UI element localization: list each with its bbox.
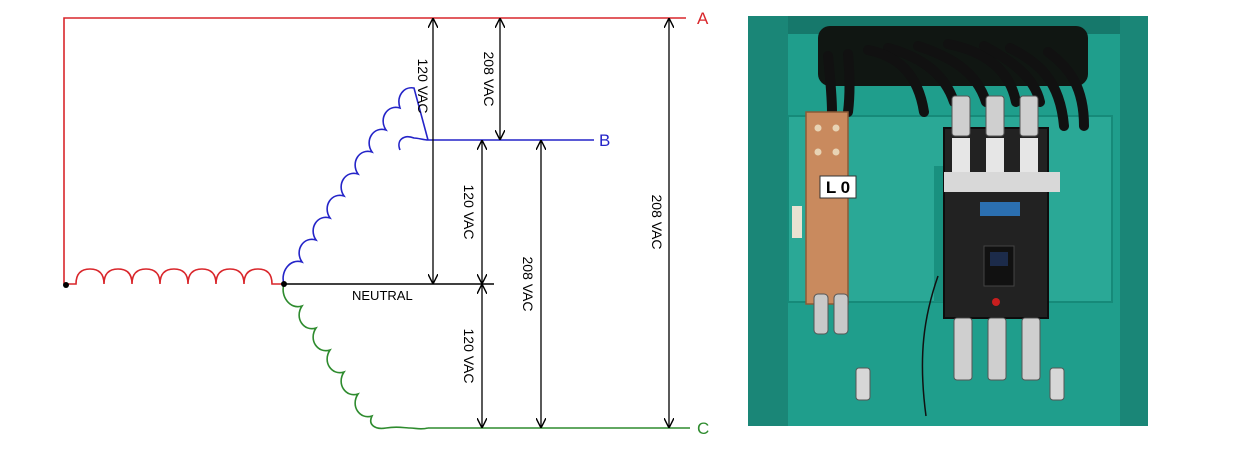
ground-lug (1049, 367, 1065, 401)
breaker-terminal (952, 138, 970, 172)
voltage-b-to-c-label: 208 VAC (520, 257, 536, 312)
bus-bar-bolt (814, 124, 822, 132)
voltage-a-to-c-label: 208 VAC (649, 195, 665, 250)
breaker-line-lug (1019, 95, 1039, 137)
voltage-b-to-neutral-label: 120 VAC (461, 185, 477, 240)
breaker-load-lug (1021, 317, 1041, 381)
voltage-neutral-to-c-label: 120 VAC (461, 329, 477, 384)
breaker-top-strip (944, 172, 1060, 192)
breaker-line-lug (951, 95, 971, 137)
breaker-nameplate (980, 202, 1020, 216)
control-wire (921, 275, 939, 417)
power-cables (823, 39, 1089, 131)
neutral-tag-label: L 0 (826, 178, 850, 197)
breaker-load-lug (953, 317, 973, 381)
voltage-a-to-b-label: 208 VAC (481, 52, 497, 107)
copper-bus-bar (805, 111, 849, 305)
phase-b-coil-top (398, 135, 429, 151)
phase-b-label: B (599, 131, 610, 150)
phase-a-wire (63, 17, 686, 284)
breaker-terminal (986, 138, 1004, 172)
ground-lug (855, 367, 871, 401)
phase-a-end-dot (63, 282, 69, 288)
phase-a-label: A (697, 9, 709, 28)
generator-terminal-photo: L 0 (748, 16, 1148, 426)
phase-a-coil (64, 268, 284, 285)
phase-c-coil (282, 283, 429, 430)
breaker-terminal (1020, 138, 1038, 172)
breaker-load-lug (987, 317, 1007, 381)
phase-c-label: C (697, 419, 709, 438)
bus-bar-lug (813, 293, 829, 335)
breaker-handle (990, 252, 1008, 266)
warning-sticker (792, 206, 802, 238)
bus-bar-bolt (814, 148, 822, 156)
bus-bar-bolt (832, 148, 840, 156)
neutral-label: NEUTRAL (352, 288, 413, 303)
neutral-node (281, 281, 287, 287)
neutral-tag (819, 175, 857, 199)
voltage-a-to-neutral-label: 120 VAC (415, 59, 431, 114)
bus-bar-bolt (832, 124, 840, 132)
enclosure-shadow-left (748, 16, 788, 426)
breaker-line-lug (985, 95, 1005, 137)
enclosure-shadow-right (1120, 16, 1148, 426)
breaker-trip-button (992, 298, 1000, 306)
phase-b-coil (282, 86, 429, 285)
wye-connection-diagram: A B C NEUTRAL 120 VAC 208 VAC 120 VAC 12… (63, 9, 709, 438)
bus-bar-lug (833, 293, 849, 335)
